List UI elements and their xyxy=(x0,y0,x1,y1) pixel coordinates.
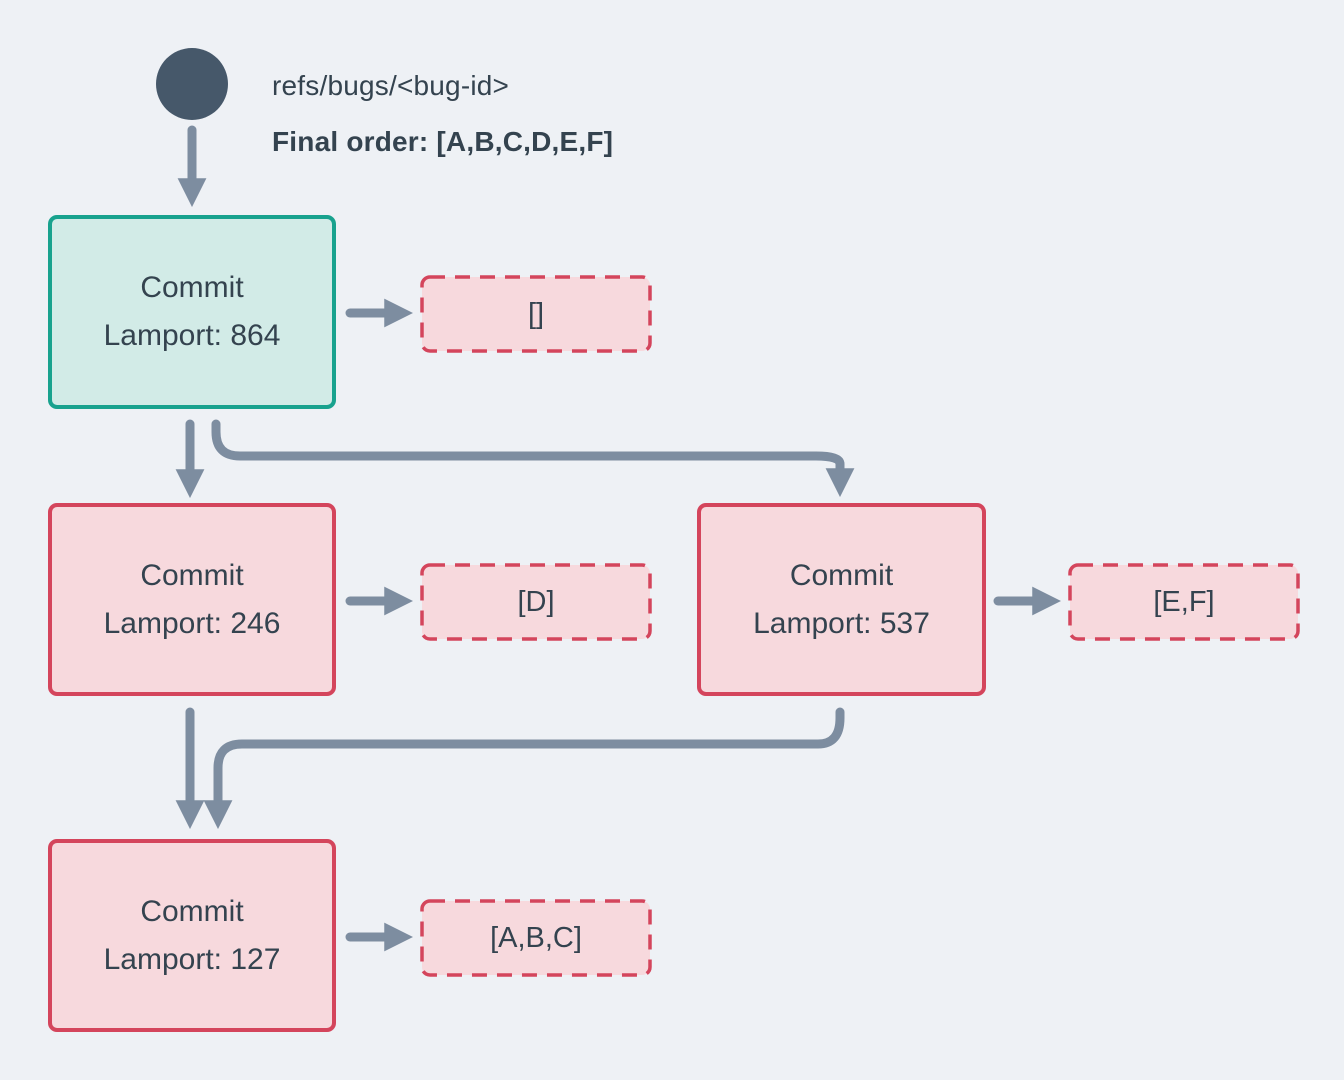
payload-text: [A,B,C] xyxy=(490,921,582,954)
payload-box-537: [E,F] xyxy=(1070,565,1298,639)
commit-title: Commit xyxy=(140,894,244,928)
payload-text: [E,F] xyxy=(1153,585,1215,618)
commit-title: Commit xyxy=(789,558,894,592)
commit-title: Commit xyxy=(140,271,244,304)
commit-title: Commit xyxy=(140,558,244,592)
branch-ref-dot-icon xyxy=(156,48,228,120)
commit-node-864: Commit Lamport: 864 xyxy=(48,215,336,409)
payload-box-246: [D] xyxy=(422,565,650,639)
commit-lamport: Lamport: 127 xyxy=(103,942,281,976)
payload-text: [D] xyxy=(517,585,555,618)
edge-commit-864-to-commit-537 xyxy=(211,419,855,498)
commit-node-127: Commit Lamport: 127 xyxy=(48,839,336,1032)
edge-commit-537-to-commit-127 xyxy=(203,707,845,830)
commit-node-537: Commit Lamport: 537 xyxy=(697,503,986,696)
payload-text: [] xyxy=(527,297,545,330)
payload-box-127: [A,B,C] xyxy=(422,901,650,975)
branch-ref-label: refs/bugs/<bug-id> xyxy=(272,70,510,101)
commit-node-246: Commit Lamport: 246 xyxy=(48,503,336,696)
commit-lamport: Lamport: 864 xyxy=(103,319,281,352)
commit-lamport: Lamport: 246 xyxy=(103,606,281,640)
payload-box-864: [] xyxy=(422,277,650,351)
commit-lamport: Lamport: 537 xyxy=(753,606,930,640)
final-order-label: Final order: [A,B,C,D,E,F] xyxy=(272,126,614,157)
